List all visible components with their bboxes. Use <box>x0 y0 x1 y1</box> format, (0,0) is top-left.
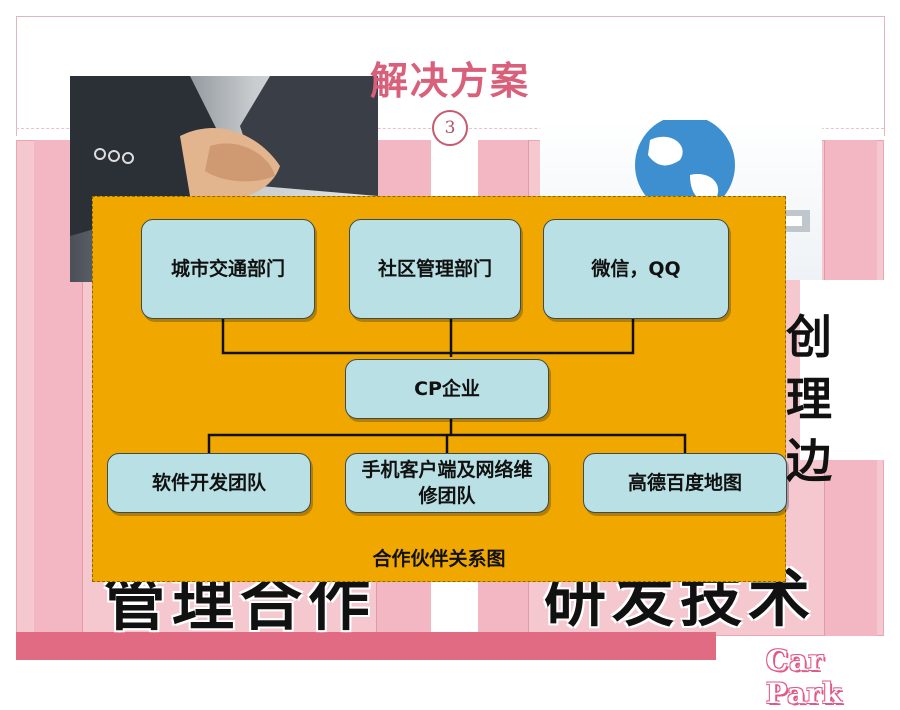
right-white-gap <box>800 280 884 460</box>
frame-right-line <box>884 16 885 136</box>
bottom-bar <box>16 632 716 660</box>
car-park-logo: Car Park <box>766 644 843 710</box>
node-mobile-client-team: 手机客户端及网络维修团队 <box>345 453 549 513</box>
vertical-char-2: 理 <box>786 372 832 426</box>
node-city-traffic: 城市交通部门 <box>141 219 315 319</box>
node-map-services: 高德百度地图 <box>583 453 787 513</box>
diagram-connectors <box>207 319 687 453</box>
vertical-char-3: 边 <box>786 434 832 488</box>
vertical-char-1: 创 <box>786 310 832 364</box>
node-cp-enterprise: CP企业 <box>345 359 549 419</box>
section-number-badge: 3 <box>432 110 468 146</box>
partner-diagram-panel: 城市交通部门 社区管理部门 微信，QQ CP企业 软件开发团队 手机客户端及网络… <box>92 196 787 582</box>
node-community-management: 社区管理部门 <box>349 219 521 319</box>
slide-title: 解决方案 <box>369 59 530 103</box>
top-connector <box>221 319 635 355</box>
frame-left-line <box>16 16 17 136</box>
node-wechat-qq: 微信，QQ <box>543 219 729 319</box>
right-vertical-text: 创 理 边 <box>786 306 832 492</box>
node-software-team: 软件开发团队 <box>107 453 311 513</box>
frame-top-line <box>16 16 884 17</box>
diagram-caption: 合作伙伴关系图 <box>372 548 506 570</box>
